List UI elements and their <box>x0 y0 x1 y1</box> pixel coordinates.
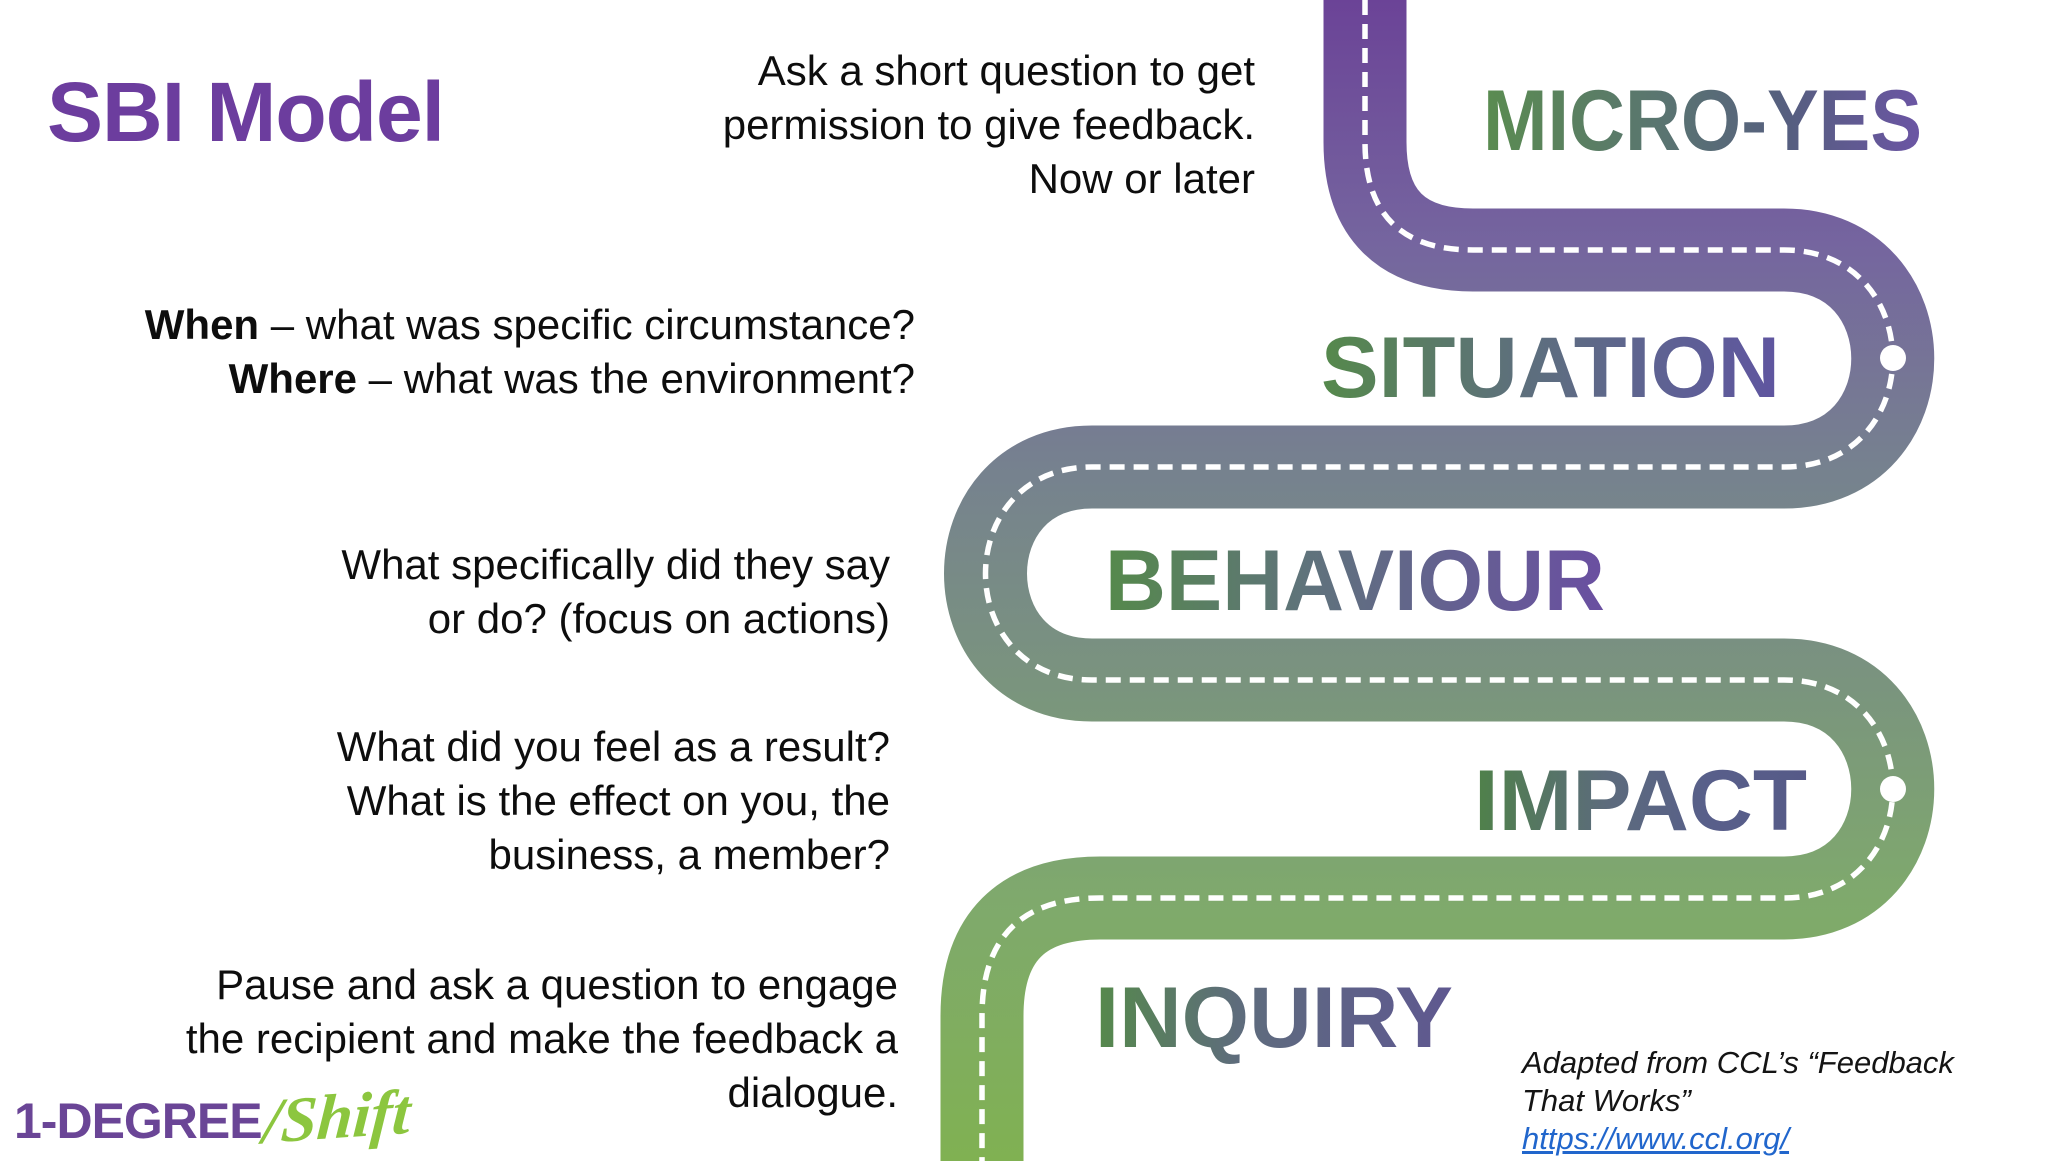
road-marker-impact <box>1880 776 1906 802</box>
when-text: – what was specific circumstance? <box>259 301 915 348</box>
stage-label-situation: SITUATION <box>1321 320 1780 416</box>
ccl-link[interactable]: https://www.ccl.org/ <box>1522 1121 1790 1156</box>
one-degree-shift-logo: 1-DEGREE/Shift <box>14 1076 413 1157</box>
description-line: permission to give feedback. <box>722 101 1255 148</box>
stage-label-behaviour: BEHAVIOUR <box>1105 533 1605 629</box>
stage-label-inquiry: INQUIRY <box>1095 970 1453 1066</box>
attribution-line: Adapted from CCL’s “Feedback <box>1522 1045 1954 1080</box>
stage-label-micro-yes: MICRO-YES <box>1483 73 1922 169</box>
stage-label-impact: IMPACT <box>1474 753 1807 849</box>
inquiry-description: Pause and ask a question to engage the r… <box>186 958 898 1120</box>
description-line: Where – what was the environment? <box>145 352 915 406</box>
impact-description: What did you feel as a result? What is t… <box>337 720 890 882</box>
attribution: Adapted from CCL’s “Feedback That Works”… <box>1522 1044 1954 1158</box>
attribution-line: That Works” <box>1522 1083 1691 1118</box>
description-line: business, a member? <box>488 831 890 878</box>
description-line: or do? (focus on actions) <box>427 595 890 642</box>
description-line: Now or later <box>1028 155 1255 202</box>
description-line: When – what was specific circumstance? <box>145 298 915 352</box>
situation-description: When – what was specific circumstance? W… <box>145 298 915 406</box>
micro-yes-description: Ask a short question to get permission t… <box>723 44 1255 206</box>
logo-suffix-text: /Shift <box>260 1076 413 1158</box>
description-line: What did you feel as a result? <box>336 723 890 770</box>
behaviour-description: What specifically did they say or do? (f… <box>341 538 890 646</box>
logo-brand-text: 1-DEGREE <box>14 1093 263 1149</box>
road-marker-situation <box>1880 345 1906 371</box>
description-line: dialogue. <box>727 1069 898 1116</box>
road-centerline <box>979 0 1896 1161</box>
description-line: Pause and ask a question to engage <box>216 961 898 1008</box>
when-keyword: When <box>144 301 260 348</box>
description-line: Ask a short question to get <box>757 47 1255 94</box>
description-line: What is the effect on you, the <box>346 777 890 824</box>
page-title: SBI Model <box>47 65 445 159</box>
where-keyword: Where <box>228 355 358 402</box>
description-line: the recipient and make the feedback a <box>185 1015 898 1062</box>
where-text: – what was the environment? <box>357 355 915 402</box>
description-line: What specifically did they say <box>341 541 890 588</box>
